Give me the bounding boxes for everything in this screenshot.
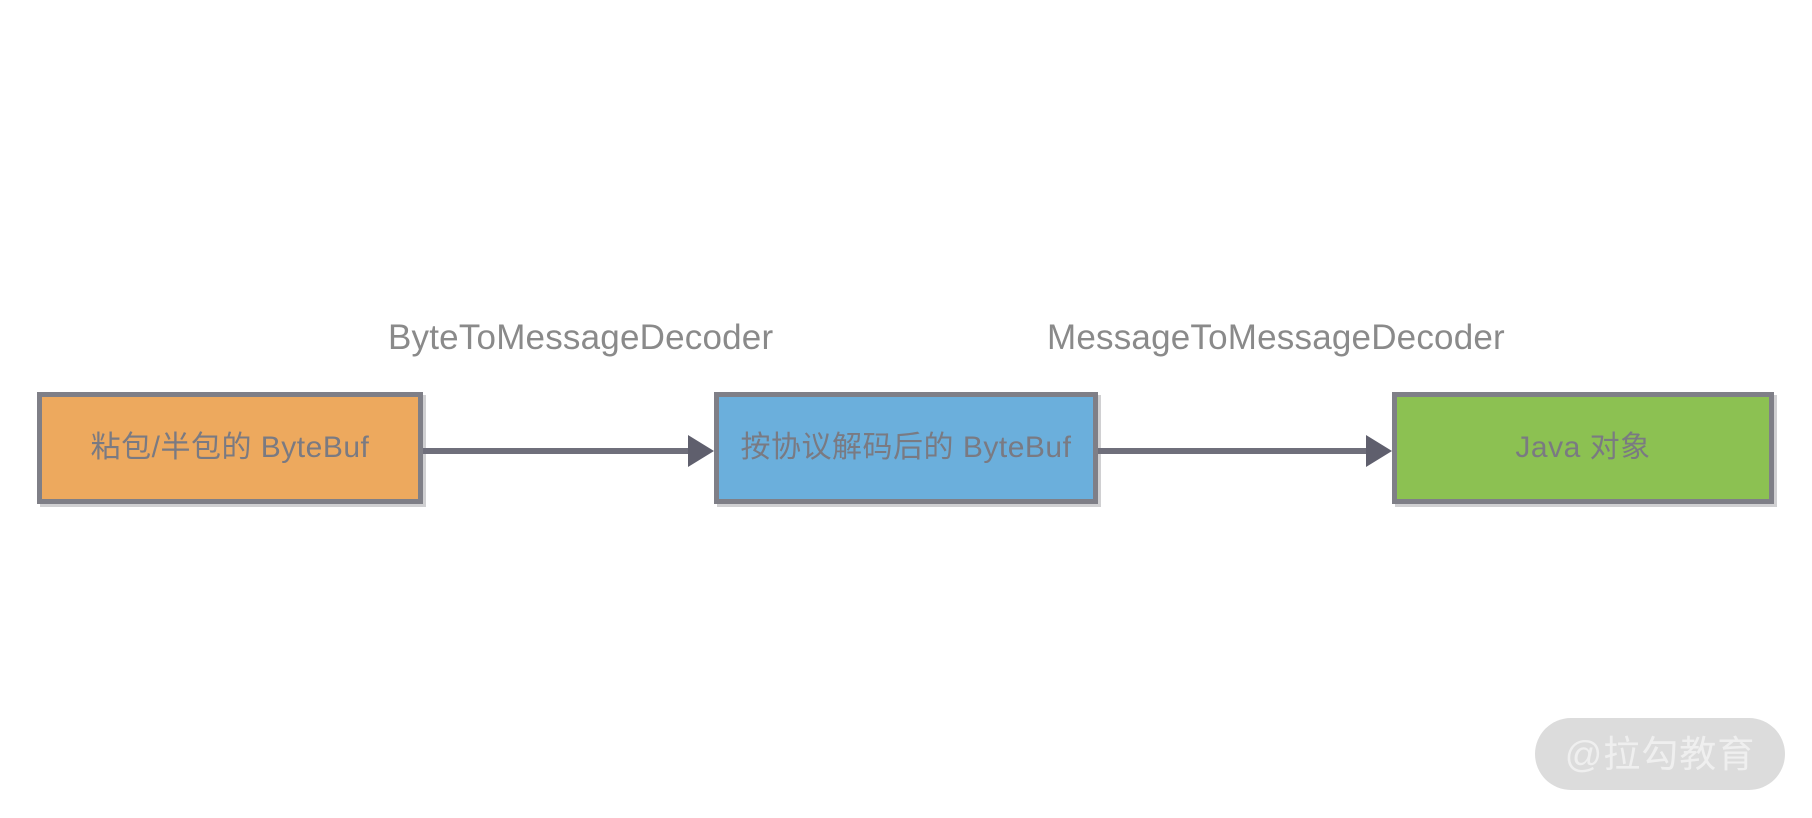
flow-box-bytebuf-decoded: 按协议解码后的 ByteBuf (714, 392, 1098, 504)
flow-box-bytebuf-decoded-label: 按协议解码后的 ByteBuf (740, 431, 1072, 464)
flow-box-java-object-label: Java 对象 (1515, 431, 1651, 464)
watermark-badge: @拉勾教育 (1535, 718, 1785, 790)
arrow-head-icon (1366, 435, 1392, 467)
flow-box-bytebuf-raw: 粘包/半包的 ByteBuf (37, 392, 423, 504)
stage-label-message-to-message-decoder: MessageToMessageDecoder (1047, 318, 1505, 357)
watermark-text: @拉勾教育 (1564, 733, 1756, 775)
flow-box-java-object: Java 对象 (1392, 392, 1774, 504)
arrow-head-icon (688, 435, 714, 467)
arrow-shaft (423, 448, 688, 454)
stage-label-byte-to-message-decoder: ByteToMessageDecoder (388, 318, 774, 357)
arrow-decoded-to-java-object (1098, 435, 1392, 467)
arrow-raw-to-decoded (423, 435, 714, 467)
flow-box-bytebuf-raw-label: 粘包/半包的 ByteBuf (90, 431, 370, 464)
arrow-shaft (1098, 448, 1366, 454)
